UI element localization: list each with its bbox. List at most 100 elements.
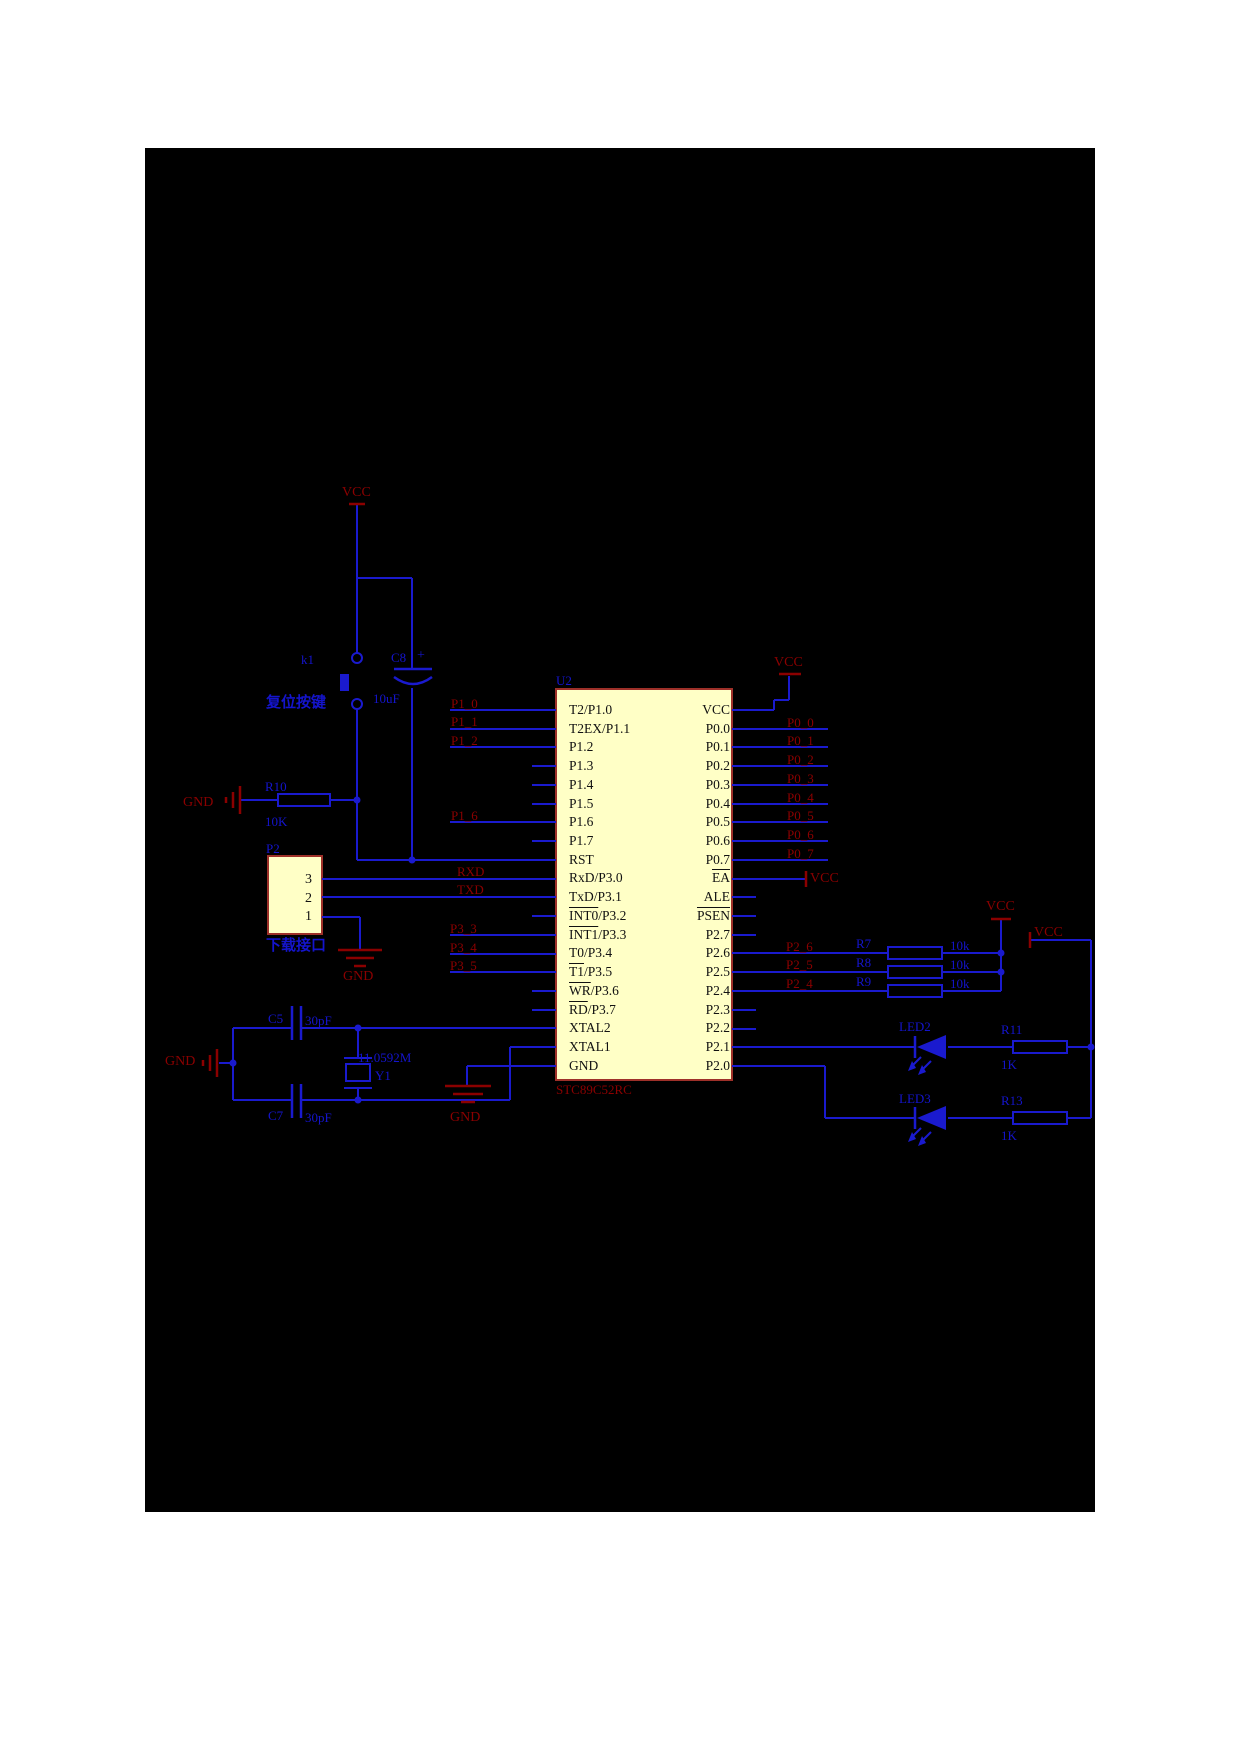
r8-value: 10k [950,957,970,972]
gnd-label-crystal: GND [165,1054,196,1069]
switch-caption: 复位按键 [266,695,327,711]
pin-label: P1.3 [569,758,594,774]
r11-value: 1K [1001,1057,1017,1072]
pin-label: P2.1 [705,1038,730,1054]
net-rxd: RXD [457,864,485,879]
net-p3-3: P3_3 [450,921,477,936]
pin-label: T1/P3.5 [569,964,613,980]
crystal-frequency: 11.0592M [358,1050,412,1065]
pin-label: T2/P1.0 [569,702,613,717]
r13-designator: R13 [1001,1093,1023,1108]
r7-value: 10k [950,938,970,953]
cap-c8-polarity: + [417,648,425,663]
vcc-power-symbols [349,502,1032,948]
pin-label: GND [569,1057,599,1073]
cap-c5-symbol [290,1006,303,1040]
c7-designator: C7 [268,1108,284,1123]
vcc-label-pullups: VCC [986,899,1015,914]
p2-designator: P2 [266,841,280,856]
net-p0-5: P0_5 [787,808,814,823]
r10-designator: R10 [265,779,287,794]
cap-c8-symbol [393,667,433,686]
resistor-r10 [277,793,331,807]
vcc-label-top: VCC [342,485,371,500]
cap-c7-symbol [290,1084,303,1118]
pin-label: P2.3 [705,1001,730,1017]
led3-designator: LED3 [899,1091,931,1106]
p2-pin-numbers: 3 2 1 [270,871,312,927]
net-p3-5: P3_5 [450,958,477,973]
crystal-designator: Y1 [375,1068,391,1083]
net-p0-3: P0_3 [787,771,814,786]
vcc-label-chip: VCC [774,655,803,670]
pin-label: P0.2 [705,758,730,774]
net-p0-7: P0_7 [787,846,814,861]
net-p1-6: P1_6 [451,808,478,823]
net-p2-4: P2_4 [786,976,813,991]
r10-value: 10K [265,814,288,829]
pin-label: P0.1 [705,739,730,755]
pin-label: P0.5 [705,814,730,830]
r9-designator: R9 [856,974,872,989]
p2-pin-1: 1 [305,909,312,925]
r13-value: 1K [1001,1128,1017,1143]
net-p1-1: P1_1 [451,714,478,729]
pin-label: P2.2 [705,1020,730,1036]
pin-label: P1.4 [569,776,594,792]
resistor-r13 [1012,1111,1068,1125]
crystal-symbol [344,1057,372,1089]
chip-part-number: STC89C52RC [556,1082,632,1097]
pin-label: P1.6 [569,814,594,830]
p2-caption: 下载接口 [266,938,327,954]
p2-connector-body [267,855,323,935]
ground-symbols [201,786,491,1104]
pin-label: T2EX/P1.1 [569,720,631,736]
pin-label: P1.5 [569,795,594,811]
vcc-label-leds: VCC [1034,925,1063,940]
net-p3-4: P3_4 [450,940,477,955]
resistor-r9 [887,984,943,998]
c5-value: 30pF [305,1013,332,1028]
chip-designator: U2 [556,673,572,688]
vcc-label-ea: VCC [810,871,839,886]
net-p1-0: P1_0 [451,696,478,711]
net-p0-1: P0_1 [787,733,814,748]
r11-designator: R11 [1001,1022,1023,1037]
led3-symbol [908,1106,946,1146]
r8-designator: R8 [856,955,872,970]
led2-symbol [908,1035,946,1075]
pin-label: TxD/P3.1 [569,889,622,905]
pin-label: P2.6 [705,945,730,961]
pin-label: WR/P3.6 [569,982,619,998]
pin-label: P0.4 [705,795,730,811]
switch-designator: k1 [301,652,314,667]
net-p0-4: P0_4 [787,790,814,805]
p2-pin-3: 3 [305,872,312,887]
pin-label: INT1/P3.3 [569,926,627,942]
resistor-r7 [887,946,943,960]
pin-label: P0.6 [705,833,730,849]
chip-left-pins: T2/P1.0 T2EX/P1.1 P1.2 P1.3 P1.4 P1.5 P1… [569,701,630,1075]
pin-label: XTAL1 [569,1038,611,1054]
pin-label: ALE [703,889,730,905]
pin-label: P0.7 [705,851,730,867]
pin-label: PSEN [696,907,730,923]
resistor-symbols [277,793,1068,1125]
gnd-label-chip: GND [450,1110,481,1125]
resistor-r11 [1012,1040,1068,1054]
net-p2-5: P2_5 [786,957,813,972]
pin-label: P2.4 [705,982,730,998]
pin-label: P2.7 [705,926,730,942]
gnd-label-r10: GND [183,795,214,810]
r7-designator: R7 [856,936,872,951]
c7-value: 30pF [305,1110,332,1125]
led2-designator: LED2 [899,1019,931,1034]
pin-label: EA [712,870,730,886]
net-p0-6: P0_6 [787,827,814,842]
pin-label: RST [569,851,594,867]
net-p0-2: P0_2 [787,752,814,767]
pin-label: RxD/P3.0 [569,870,623,886]
net-p1-2: P1_2 [451,733,478,748]
